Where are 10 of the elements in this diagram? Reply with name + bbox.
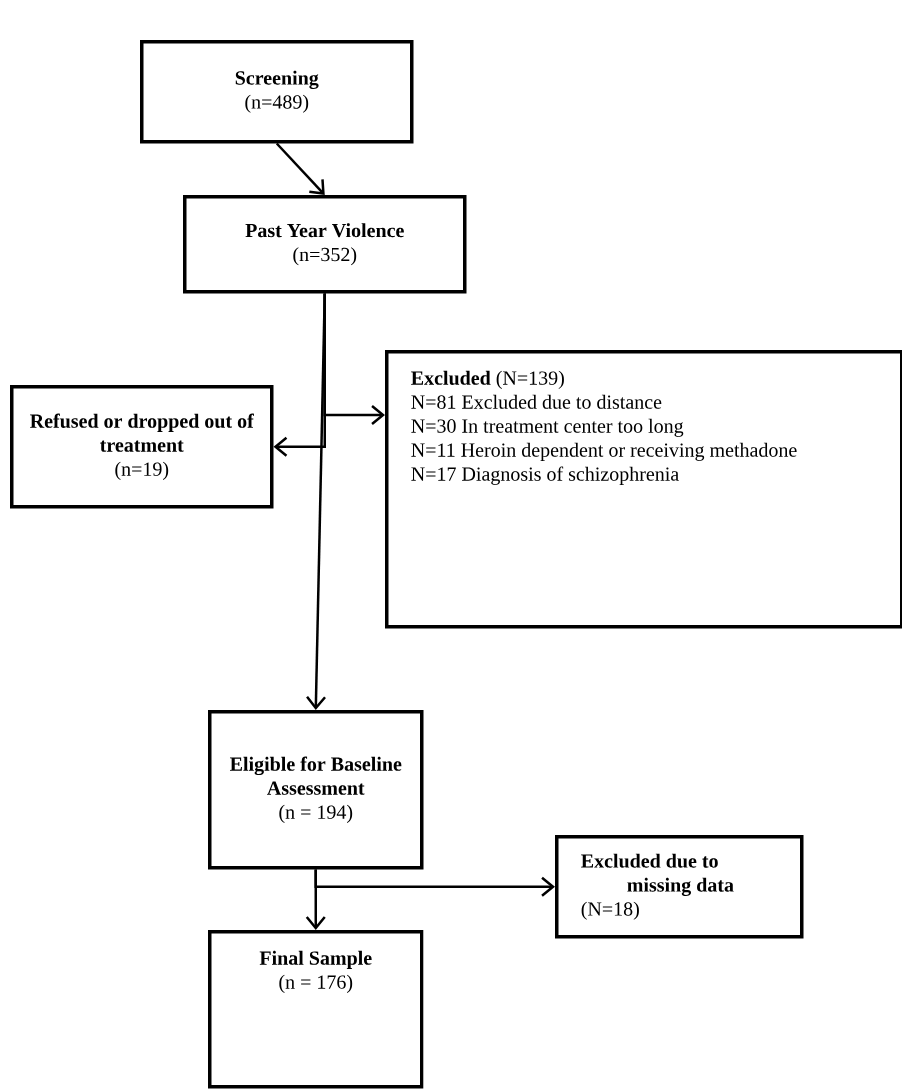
process-box: Final Sample (n = 176) — [208, 930, 424, 1089]
process-box: Refused or dropped out of treatment (n=19) — [10, 385, 274, 509]
arrow — [275, 142, 325, 195]
process-box: Screening (n=489) — [140, 40, 414, 144]
arrow — [306, 293, 326, 710]
process-box: Excluded due to missing data (N=18) — [555, 835, 804, 939]
arrow — [305, 869, 326, 930]
process-box: Excluded (N=139) N=81 Excluded due to distance N=30 In treatment center too long N=11 Heroin dependent or receiving methadone N=17 Diagnosis of schizophrenia — [385, 350, 902, 629]
process-box: Eligible for Baseline Assessment (n = 194) — [208, 710, 424, 870]
process-box: Past Year Violence (n=352) — [183, 195, 467, 294]
